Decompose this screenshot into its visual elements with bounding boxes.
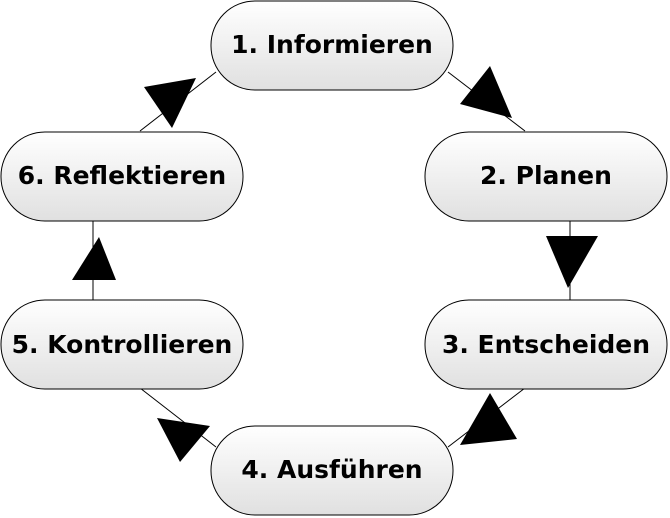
arrow-6-to-1: [144, 78, 196, 128]
step-label-3: 3. Entscheiden: [442, 330, 650, 359]
arrow-2-to-3: [546, 236, 598, 288]
step-label-2: 2. Planen: [480, 161, 612, 190]
step-box-6: 6. Reflektieren: [0, 131, 244, 222]
arrow-4-to-5: [157, 418, 210, 462]
connector-4-5: [139, 387, 217, 448]
arrow-1-to-2: [460, 66, 512, 118]
step-label-5: 5. Kontrollieren: [12, 330, 233, 359]
arrow-5-to-6: [72, 237, 116, 280]
step-label-1: 1. Informieren: [231, 30, 433, 59]
step-box-1: 1. Informieren: [210, 0, 454, 91]
arrow-heads: [72, 66, 598, 462]
step-box-2: 2. Planen: [424, 131, 668, 222]
step-label-4: 4. Ausführen: [241, 455, 422, 484]
step-box-4: 4. Ausführen: [210, 425, 454, 516]
arrow-3-to-4: [460, 393, 517, 445]
step-label-6: 6. Reflektieren: [18, 161, 226, 190]
step-box-3: 3. Entscheiden: [424, 299, 668, 390]
step-box-5: 5. Kontrollieren: [0, 299, 244, 390]
connector-lines: [92, 71, 571, 448]
